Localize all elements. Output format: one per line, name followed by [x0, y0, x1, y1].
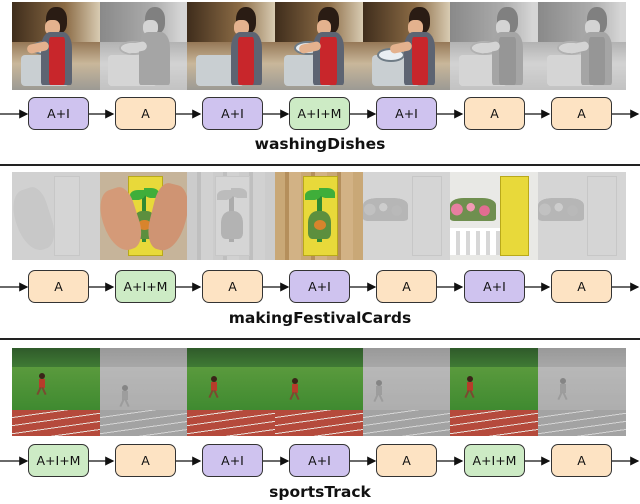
video-frame	[187, 348, 276, 436]
label-node: A+I	[202, 444, 263, 477]
video-frame	[99, 2, 188, 90]
video-frame	[12, 348, 100, 436]
frame-strip	[12, 172, 626, 260]
label-node: A	[115, 97, 176, 130]
video-frame	[538, 2, 626, 90]
video-frame	[187, 2, 276, 90]
label-pipeline: A A+I+M A A+I A A+I A	[0, 270, 640, 306]
label-node: A	[551, 97, 612, 130]
video-frame	[99, 172, 188, 260]
row-caption: makingFestivalCards	[228, 309, 412, 327]
pipeline-arrows	[0, 456, 640, 466]
video-frame	[275, 172, 363, 260]
row-caption: washingDishes	[254, 135, 386, 153]
video-frame	[362, 348, 451, 436]
label-node: A+I	[289, 444, 350, 477]
video-frame	[538, 172, 626, 260]
label-node: A	[28, 270, 89, 303]
video-frame	[12, 2, 100, 90]
pipeline-arrows	[0, 109, 640, 119]
video-frame	[450, 348, 539, 436]
frame-strip	[12, 2, 626, 90]
video-frame	[275, 2, 363, 90]
label-node: A+I+M	[28, 444, 89, 477]
label-node: A+I	[289, 270, 350, 303]
label-node: A+I+M	[115, 270, 176, 303]
video-frame	[450, 2, 539, 90]
label-node: A	[551, 444, 612, 477]
label-node: A	[115, 444, 176, 477]
label-node: A+I+M	[464, 444, 525, 477]
video-frame	[99, 348, 188, 436]
label-node: A+I	[28, 97, 89, 130]
label-node: A	[551, 270, 612, 303]
frame-strip	[12, 348, 626, 436]
label-pipeline: A+I A A+I A+I+M A+I A A	[0, 97, 640, 133]
pipeline-arrows	[0, 282, 640, 292]
section-divider	[0, 164, 640, 166]
label-node: A	[464, 97, 525, 130]
video-frame	[450, 172, 539, 260]
video-frame	[12, 172, 100, 260]
label-node: A+I+M	[289, 97, 350, 130]
video-frame	[362, 2, 451, 90]
label-node: A	[376, 444, 437, 477]
video-frame	[275, 348, 363, 436]
label-node: A+I	[202, 97, 263, 130]
section-divider	[0, 338, 640, 340]
label-pipeline: A+I+M A A+I A+I A A+I+M A	[0, 444, 640, 480]
label-node: A+I	[464, 270, 525, 303]
label-node: A	[376, 270, 437, 303]
video-frame	[538, 348, 626, 436]
label-node: A	[202, 270, 263, 303]
video-frame	[187, 172, 276, 260]
video-frame	[362, 172, 451, 260]
label-node: A+I	[376, 97, 437, 130]
row-caption: sportsTrack	[269, 483, 371, 501]
